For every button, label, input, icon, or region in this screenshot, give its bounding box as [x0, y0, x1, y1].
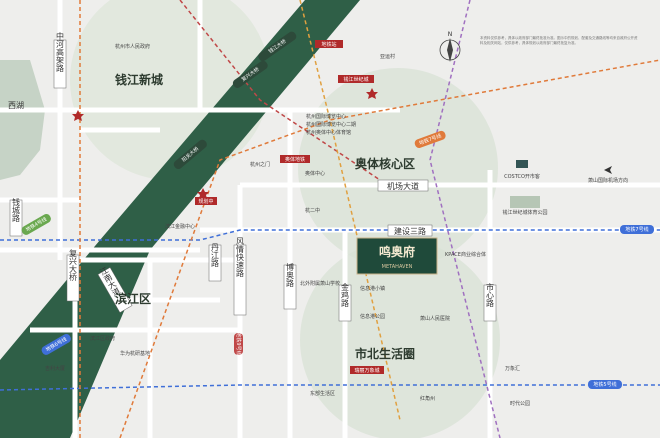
fuxing-road-label: 复兴大桥 — [69, 248, 78, 282]
poi-label: 萧山人民医院 — [420, 315, 450, 322]
shixin-label: 市心路 — [486, 282, 495, 307]
airplane-icon — [604, 166, 616, 174]
qiancheng-box — [9, 199, 23, 237]
poi-label: KPACE商业综合体 — [445, 251, 486, 258]
metro-line7-top-badge — [414, 130, 446, 149]
poi-label: 杭州市人民政府 — [115, 43, 150, 50]
star-icon — [197, 188, 209, 199]
jinhua-label: 金鸡路 — [341, 282, 350, 307]
poi-label: 红角州 — [420, 395, 435, 402]
boa-box — [283, 264, 297, 310]
airport-marker: 萧山国际机场方向 — [588, 166, 628, 184]
poi-label: 杭州国际博览中心二期 — [306, 121, 356, 128]
fuxing-bridge-badge — [232, 60, 268, 88]
poi-group: 杭州市人民政府 亚运村 杭州国际博览中心 杭州国际博览中心二期 杭州奥体中心体育… — [45, 43, 530, 407]
jiangnan-box — [97, 267, 133, 313]
poi-label: 北外附属萧山学校 — [300, 280, 340, 287]
zhonghe-label-box — [53, 39, 67, 89]
poi-label: 东部生活区 — [310, 390, 335, 397]
star-icon — [72, 110, 84, 121]
sports-park-icon — [510, 196, 540, 208]
metro-line5-label: 地铁5号线 — [593, 381, 616, 388]
compass-needle-icon — [447, 38, 453, 62]
horizontal-road-labels: 机场大道 建设三路 江南大道 — [97, 179, 433, 313]
poi-label: 滨江金融中心 — [165, 223, 195, 230]
fengqing-box — [233, 244, 247, 316]
project-box[interactable] — [356, 237, 438, 275]
project-marker[interactable]: 鸣奥府 METAHAVEN — [356, 237, 438, 275]
metro-line5-badge — [588, 380, 622, 389]
danjiang-box — [208, 244, 222, 282]
red-tag-group: 钱江世纪城 奥体地铁 规划中 地铁站 瑞丽万象城 — [195, 40, 384, 374]
costco-icon — [516, 160, 528, 168]
red-tag-5 — [350, 366, 384, 374]
yangong-bridge-badge — [173, 139, 207, 170]
poi-label: 华为杭研基地 — [120, 350, 150, 357]
poi-label: 时代公园 — [510, 400, 530, 407]
binjiang-district: 滨江区 — [115, 291, 151, 306]
poi-label: 信息港小镇 — [360, 285, 385, 292]
zhonghe-label: 中河高架路 — [56, 31, 65, 72]
poi-label: 万象汇 — [505, 365, 520, 372]
fengqing-label: 风情快速路 — [236, 237, 245, 277]
red-tag-3 — [195, 197, 217, 205]
costco-marker: COSTCO开市客 — [504, 160, 540, 180]
star-markers — [72, 88, 378, 199]
sports-park-label: 钱江世纪城体育公园 — [502, 209, 547, 216]
poi-label: 杭州奥体中心体育馆 — [306, 129, 351, 136]
danjiang-label: 丹江路 — [211, 243, 220, 267]
compass: N — [439, 31, 461, 62]
metro-line9-badge — [234, 333, 243, 355]
metro-line9-label: 地铁9号线 — [235, 332, 242, 355]
aoti-circle — [298, 68, 498, 268]
project-name: 鸣奥府 — [379, 244, 415, 259]
jiangshe-box — [387, 224, 433, 237]
red-tag-4-label: 地铁站 — [321, 41, 336, 48]
xihu-label: 西湖 — [8, 101, 24, 110]
aoti-district: 奥体核心区 — [355, 156, 415, 171]
sports-park-marker: 钱江世纪城体育公园 — [502, 196, 548, 216]
project-subtitle: METAHAVEN — [382, 264, 413, 270]
jichang-label: 机场大道 — [387, 181, 419, 191]
poi-label: 信息港公园 — [360, 313, 385, 320]
red-tag-1 — [338, 75, 374, 83]
shibei-district: 市北生活圈 — [355, 346, 415, 361]
poi-label: 奥体中心 — [305, 170, 325, 177]
poi-label: 杭二中 — [305, 207, 320, 214]
qianjiang-bridge-badge — [258, 31, 297, 62]
metro-line7-label: 地铁7号线 — [625, 226, 648, 233]
compass-n: N — [448, 31, 453, 38]
fuxing-road-box — [66, 254, 80, 302]
vertical-road-labels: 中河高架路 复兴大桥 风情快速路 博奥路 金鸡路 市心路 丹江路 钱城路 — [9, 31, 497, 322]
star-icon — [366, 88, 378, 99]
shixin-box — [483, 284, 497, 322]
metro-line6-badge — [41, 334, 71, 355]
qianjiang-district: 钱江新城 — [115, 72, 163, 87]
red-tag-3-label: 规划中 — [198, 198, 213, 205]
costco-label: COSTCO开市客 — [504, 173, 540, 180]
legend-foreign: 本资料仅供参考，具体以政府部门最终批准为准。图示中的规划、配套及交通路线等均来自… — [480, 36, 638, 45]
red-tag-4 — [315, 40, 343, 48]
jichang-box — [377, 179, 429, 192]
poi-label: 亚运村 — [380, 53, 395, 60]
xihu-water — [0, 60, 45, 180]
metro-line7-badge — [620, 225, 654, 234]
red-tag-2-label: 奥体地铁 — [285, 156, 305, 163]
legend-disclaimer: 本资料仅供参考，具体以政府部门最终批准为准。图示中的规划、配套及交通路线等均来自… — [480, 36, 638, 45]
airport-label: 萧山国际机场方向 — [588, 177, 628, 184]
poi-label: 杭州国际博览中心 — [306, 113, 346, 120]
metro-line4-badge — [21, 214, 51, 235]
poi-label: 吉利大厦 — [45, 365, 65, 372]
red-tag-5-label: 瑞丽万象城 — [354, 367, 379, 374]
red-tag-2 — [280, 155, 310, 163]
poi-label: 滨江区政府 — [90, 335, 115, 342]
qiancheng-label: 钱城路 — [12, 197, 21, 222]
red-tag-1-label: 钱江世纪城 — [343, 76, 368, 83]
boa-label: 博奥路 — [286, 262, 295, 287]
jiangshe-label: 建设三路 — [394, 226, 426, 236]
jinhua-box — [338, 284, 352, 322]
poi-label: 杭州之门 — [250, 161, 270, 168]
